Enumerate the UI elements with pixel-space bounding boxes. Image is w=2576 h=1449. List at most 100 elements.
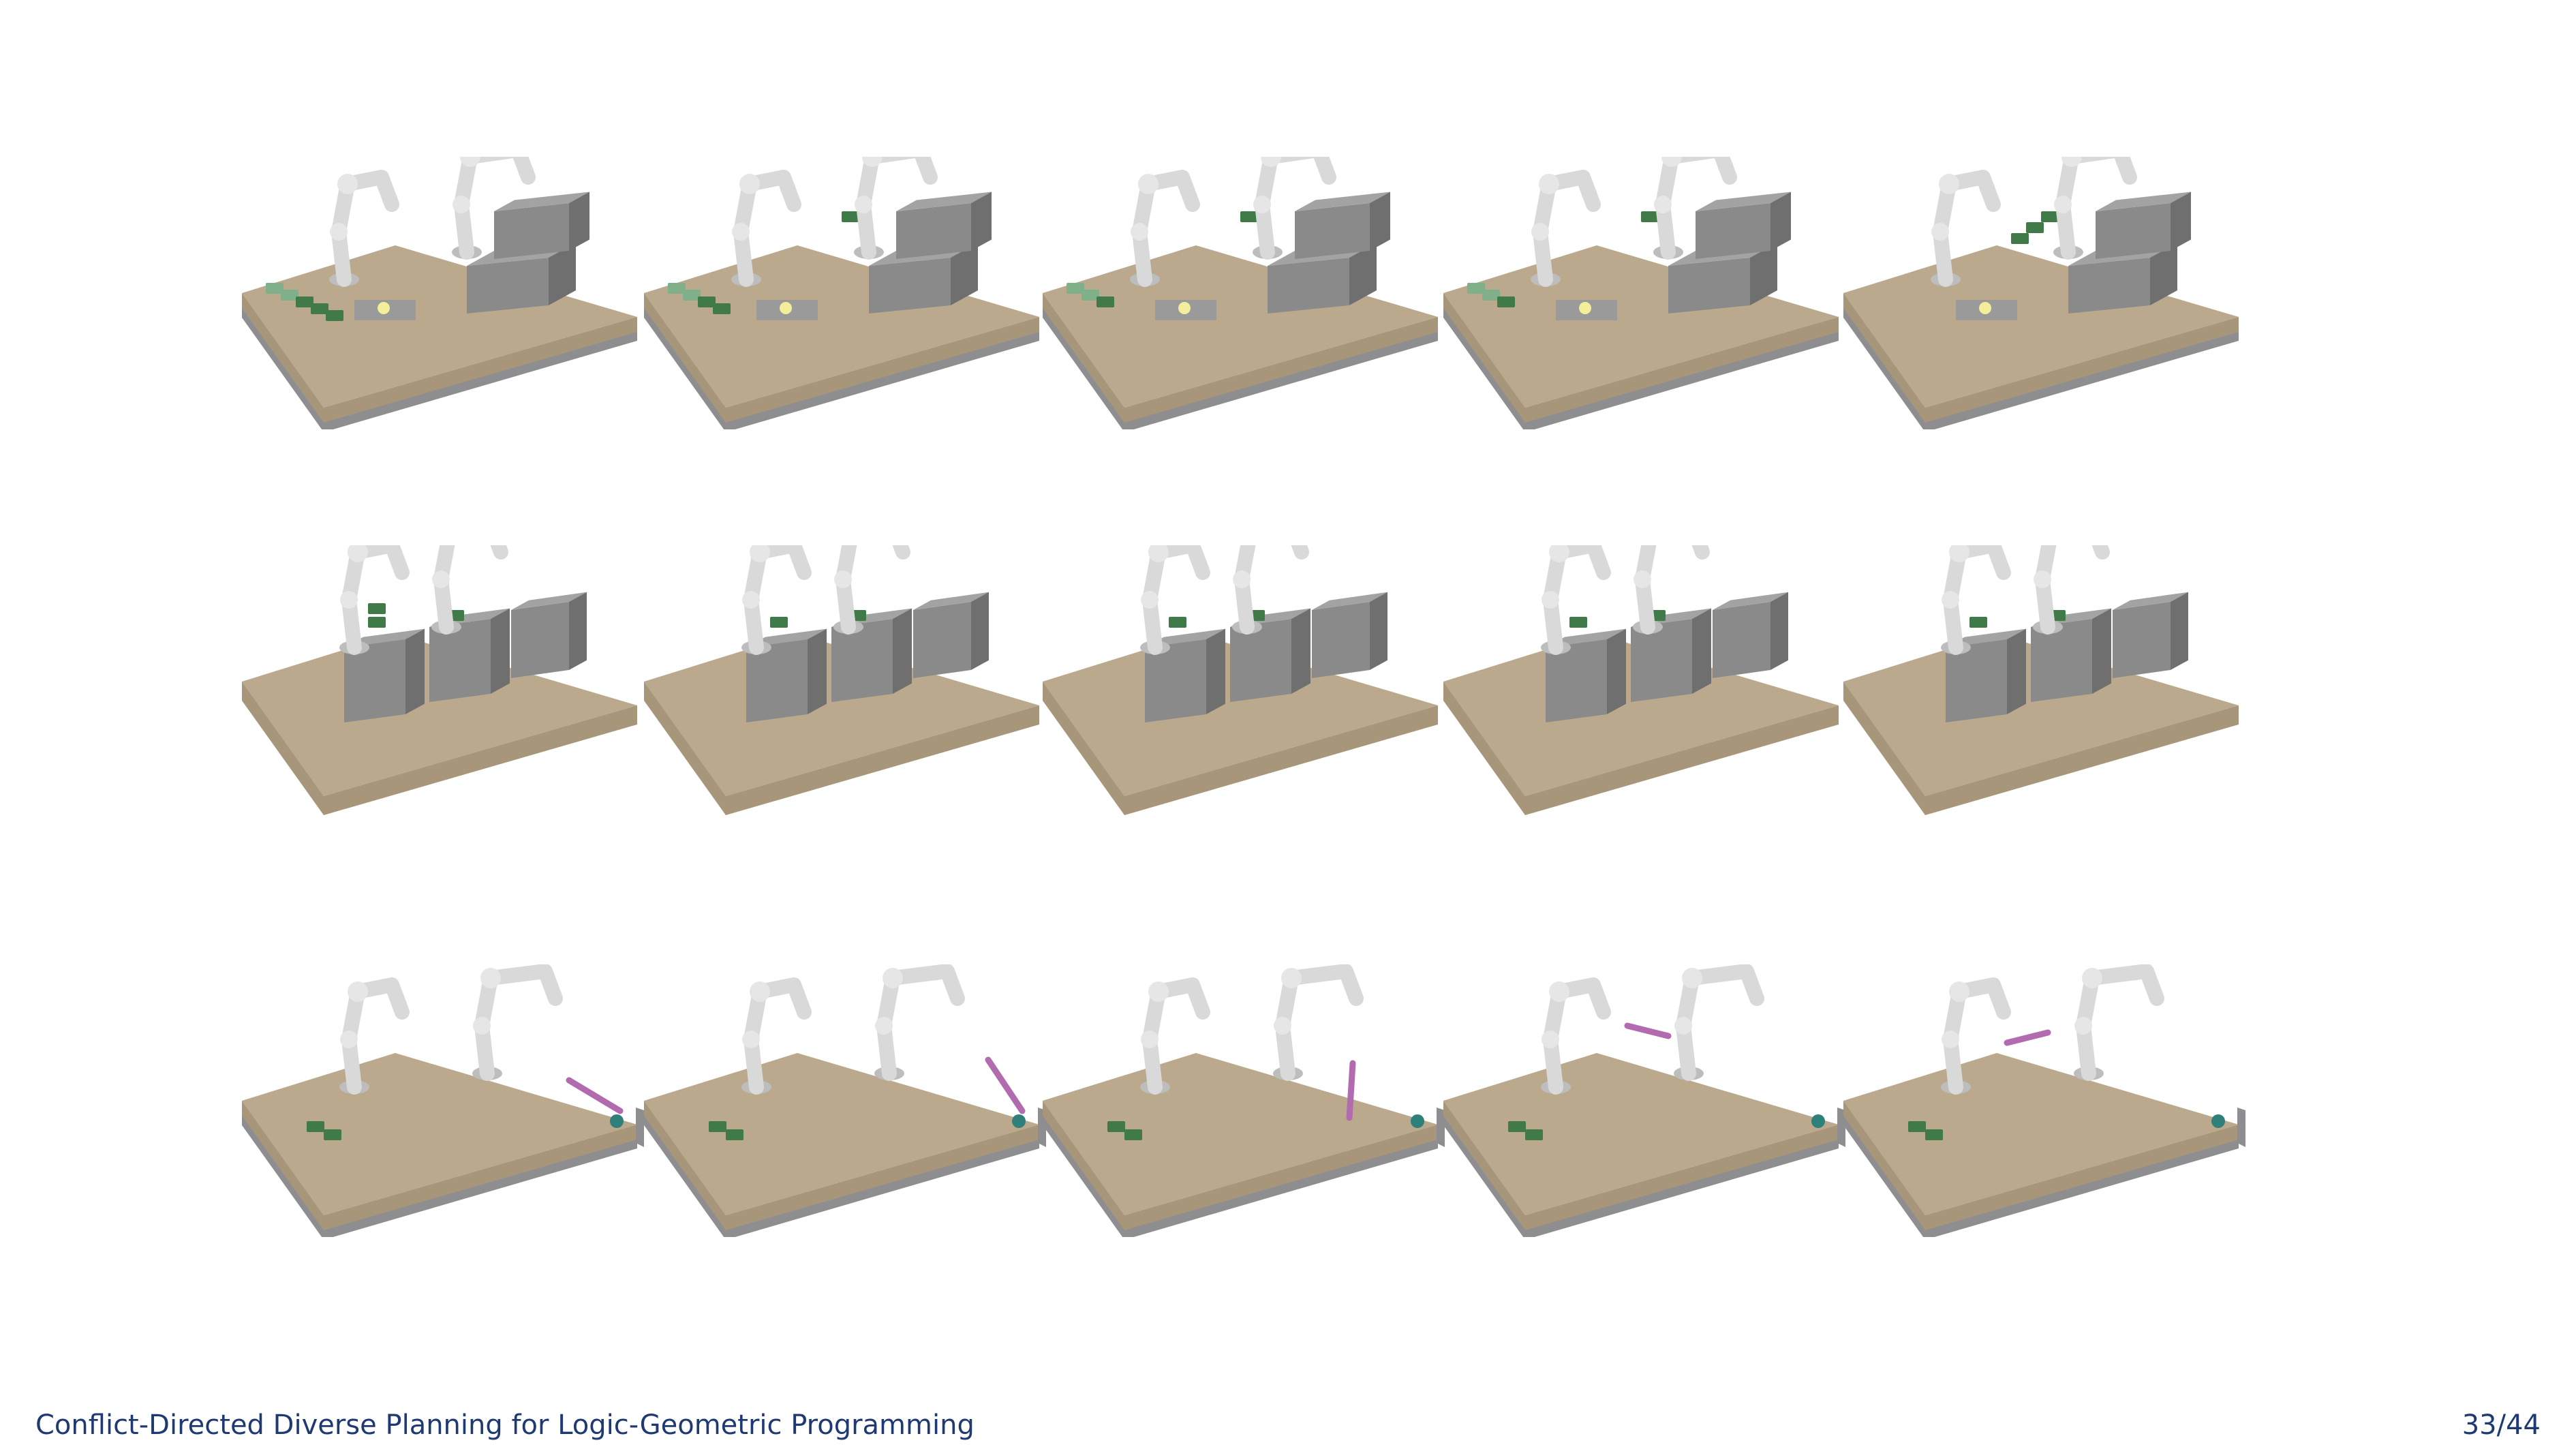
robot-right bbox=[874, 964, 965, 1081]
carried-block bbox=[2041, 211, 2059, 222]
robot-joint bbox=[855, 196, 872, 213]
table-side-left bbox=[1043, 682, 1124, 815]
scene-content bbox=[1843, 157, 2239, 429]
robot-right bbox=[1273, 964, 1364, 1081]
box-top bbox=[494, 192, 589, 211]
green-block bbox=[698, 296, 716, 307]
box-side bbox=[2171, 192, 2191, 251]
scene-content bbox=[1843, 545, 2239, 815]
green-block bbox=[1124, 1129, 1142, 1140]
ball bbox=[1811, 1114, 1825, 1128]
scene-content bbox=[1443, 545, 1839, 815]
robot-arm bbox=[1234, 545, 1309, 635]
robot-left bbox=[339, 977, 410, 1095]
box-side bbox=[971, 592, 989, 670]
scene-content bbox=[1043, 964, 1445, 1237]
table-side-front bbox=[726, 705, 1039, 815]
robot-joint bbox=[337, 174, 358, 194]
tray-ball bbox=[780, 302, 792, 314]
scene-content bbox=[1043, 545, 1438, 815]
robot-arm bbox=[1655, 157, 1737, 260]
robot-right bbox=[854, 157, 938, 260]
tray-ball bbox=[1178, 302, 1191, 314]
green-block bbox=[326, 310, 343, 321]
robot-left bbox=[1541, 545, 1611, 655]
robot-joint bbox=[340, 1031, 358, 1048]
green-block bbox=[713, 303, 731, 314]
pillar-3 bbox=[511, 592, 587, 678]
box-top bbox=[2096, 192, 2191, 211]
table-top bbox=[1443, 634, 1839, 796]
row-towers-scene bbox=[1843, 545, 2239, 815]
box-front bbox=[1230, 619, 1291, 702]
robot-left bbox=[741, 545, 812, 655]
box-front bbox=[896, 203, 971, 259]
table-side-left bbox=[1043, 1101, 1124, 1234]
box-front bbox=[746, 639, 808, 722]
box-side bbox=[1770, 592, 1788, 670]
stick bbox=[2004, 1029, 2051, 1046]
robot-joint bbox=[2082, 968, 2102, 988]
pillar-3 bbox=[1713, 592, 1788, 678]
table-side-front bbox=[1925, 705, 2239, 815]
robot-arm bbox=[856, 157, 938, 260]
green-block bbox=[1497, 296, 1515, 307]
robot-joint bbox=[1148, 545, 1169, 562]
back-box bbox=[2096, 192, 2191, 259]
green-block bbox=[324, 1129, 341, 1140]
carried-block bbox=[1240, 211, 1258, 222]
robot-joint bbox=[1949, 981, 1969, 1002]
box-front bbox=[1631, 619, 1692, 702]
robot-joint bbox=[1654, 196, 1672, 213]
box-side bbox=[1206, 628, 1225, 714]
robot-joint bbox=[1274, 1017, 1291, 1035]
box-side bbox=[1692, 608, 1711, 694]
stack-block bbox=[1169, 617, 1186, 628]
robot-arm bbox=[2035, 545, 2110, 635]
robot-joint bbox=[1674, 1017, 1692, 1035]
robot-joint bbox=[742, 1031, 760, 1048]
box-front bbox=[1546, 639, 1607, 722]
table-side-front bbox=[1124, 705, 1438, 815]
green-block bbox=[307, 1121, 324, 1132]
scene-content bbox=[242, 545, 637, 815]
robot-joint bbox=[1549, 981, 1569, 1002]
robot-arm bbox=[1635, 545, 1710, 635]
pillar-3 bbox=[1312, 592, 1387, 678]
box-top bbox=[511, 592, 587, 610]
green-block bbox=[1525, 1129, 1543, 1140]
scene-content bbox=[644, 157, 1039, 429]
robot-left bbox=[1931, 170, 2001, 287]
stack-block bbox=[770, 617, 788, 628]
row-stick-ball-scene bbox=[644, 964, 1046, 1237]
table-side-left bbox=[1043, 293, 1124, 427]
robot-left bbox=[731, 170, 801, 287]
box-side bbox=[2171, 592, 2188, 670]
box-front bbox=[1696, 203, 1770, 259]
robot-joint bbox=[862, 157, 883, 167]
stack-block bbox=[368, 617, 386, 628]
box-side bbox=[569, 192, 589, 251]
table-side-front bbox=[1124, 1125, 1438, 1234]
robot-right bbox=[452, 157, 536, 260]
robot-joint bbox=[1949, 545, 1969, 562]
robot-joint bbox=[1542, 1031, 1559, 1048]
box-front bbox=[2031, 619, 2092, 702]
box-top bbox=[913, 592, 989, 610]
robot-left bbox=[1941, 977, 2011, 1095]
table-top bbox=[1443, 1053, 1839, 1215]
robot-arm bbox=[835, 545, 910, 635]
table-side-left bbox=[242, 1101, 324, 1234]
scene-content bbox=[1043, 157, 1438, 429]
robot-joint bbox=[1634, 570, 1651, 588]
robot-joint bbox=[2034, 570, 2051, 588]
row-stacking-scene bbox=[1443, 157, 1839, 429]
table-side-front bbox=[1124, 317, 1438, 427]
tray-ball bbox=[1979, 302, 1991, 314]
table-side-left bbox=[644, 293, 726, 427]
row-towers-scene bbox=[1443, 545, 1839, 815]
green-block bbox=[266, 283, 283, 294]
robot-left bbox=[1140, 977, 1210, 1095]
table-top bbox=[644, 1053, 1039, 1215]
box-front bbox=[511, 602, 569, 678]
